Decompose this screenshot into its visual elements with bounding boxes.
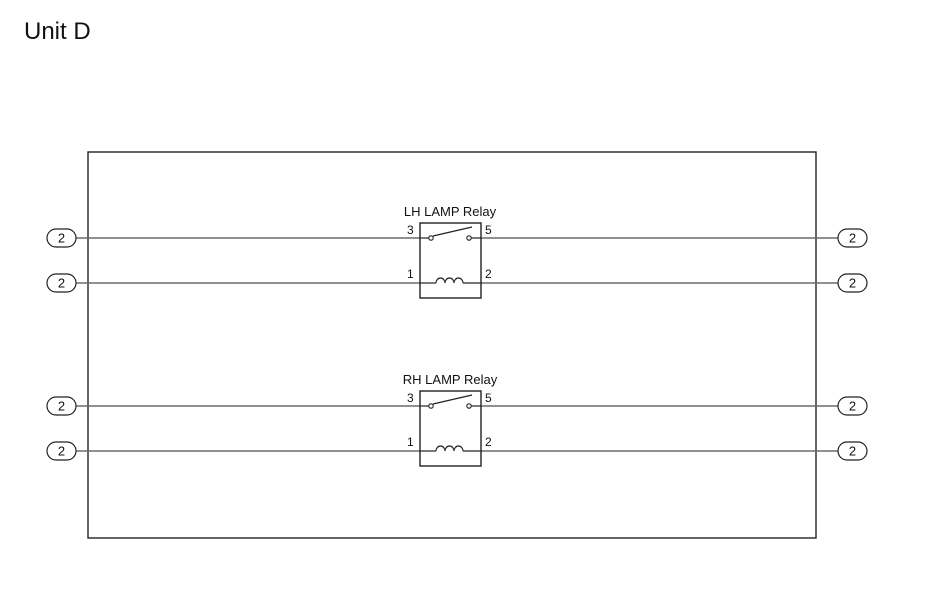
relay-box bbox=[419, 222, 482, 299]
pin-label-3: 3 bbox=[407, 223, 414, 237]
left-connectors: 2 2 2 2 bbox=[46, 228, 77, 461]
relay-label: LH LAMP Relay bbox=[404, 204, 497, 219]
connector-label: 2 bbox=[849, 399, 856, 414]
pin-label-5: 5 bbox=[485, 223, 492, 237]
connector-right: 2 bbox=[837, 273, 868, 293]
connector-label: 2 bbox=[58, 231, 65, 246]
relay-label: RH LAMP Relay bbox=[403, 372, 498, 387]
lh-lamp-relay: LH LAMP Relay 3 5 1 2 bbox=[404, 204, 497, 299]
pin-label-3: 3 bbox=[407, 391, 414, 405]
pin-label-5: 5 bbox=[485, 391, 492, 405]
page-title: Unit D bbox=[24, 18, 91, 45]
connector-label: 2 bbox=[58, 444, 65, 459]
relay-coil-icon bbox=[420, 277, 481, 284]
wires bbox=[76, 237, 838, 452]
connector-label: 2 bbox=[849, 276, 856, 291]
pin-label-1: 1 bbox=[407, 435, 414, 449]
relay-switch-icon bbox=[420, 226, 481, 241]
connector-left: 2 bbox=[46, 396, 77, 416]
connector-label: 2 bbox=[58, 399, 65, 414]
connector-left: 2 bbox=[46, 441, 77, 461]
unit-frame bbox=[87, 151, 817, 539]
connector-left: 2 bbox=[46, 228, 77, 248]
connector-label: 2 bbox=[849, 231, 856, 246]
right-connectors: 2 2 2 2 bbox=[837, 228, 868, 461]
relay-box bbox=[419, 390, 482, 467]
pin-label-2: 2 bbox=[485, 435, 492, 449]
connector-right: 2 bbox=[837, 228, 868, 248]
rh-lamp-relay: RH LAMP Relay 3 5 1 2 bbox=[403, 372, 498, 467]
connector-right: 2 bbox=[837, 441, 868, 461]
connector-left: 2 bbox=[46, 273, 77, 293]
relay-coil-icon bbox=[420, 445, 481, 452]
connector-label: 2 bbox=[58, 276, 65, 291]
connector-label: 2 bbox=[849, 444, 856, 459]
pin-label-2: 2 bbox=[485, 267, 492, 281]
connector-right: 2 bbox=[837, 396, 868, 416]
pin-label-1: 1 bbox=[407, 267, 414, 281]
relay-switch-icon bbox=[420, 394, 481, 409]
